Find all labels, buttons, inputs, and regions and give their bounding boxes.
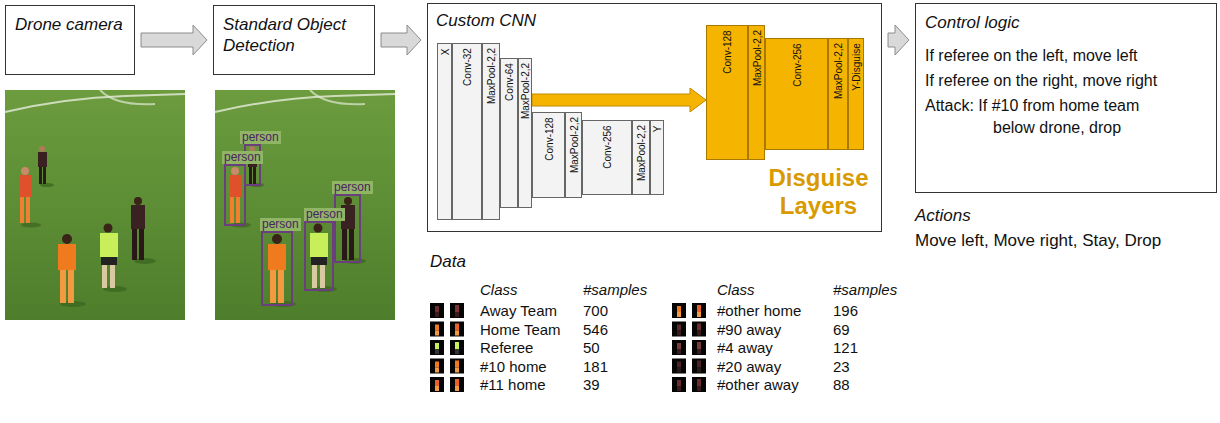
- detection-label: person: [332, 181, 373, 194]
- table-cell: 121: [833, 339, 858, 356]
- table-header: #samples: [833, 281, 897, 298]
- flow-arrow: [141, 25, 207, 55]
- detection-photo: [215, 90, 395, 320]
- table-cell: 23: [833, 358, 850, 375]
- action-list: Move left, Move right, Stay, Drop: [915, 231, 1161, 251]
- table-cell: Home Team: [480, 321, 561, 338]
- section-heading: Data: [430, 252, 466, 272]
- detection-label: person: [222, 151, 263, 164]
- layer-label: Conv-64: [504, 63, 515, 101]
- detection-label: person: [240, 131, 281, 144]
- disguise-layer: Conv-256: [765, 38, 828, 150]
- table-cell: 39: [583, 376, 600, 393]
- table-cell: #11 home: [480, 376, 546, 393]
- process-box: Standard Object Detection: [213, 5, 375, 75]
- layer-label: Conv-128: [543, 117, 554, 160]
- table-cell: #90 away: [717, 321, 781, 338]
- table-cell: 88: [833, 376, 850, 393]
- table-cell: #10 home: [480, 358, 547, 375]
- table-cell: Away Team: [480, 302, 557, 319]
- table-cell: 50: [583, 339, 600, 356]
- table-cell: 700: [583, 302, 608, 319]
- bounding-boxes: [225, 145, 360, 305]
- rule-text: If referee on the left, move left: [925, 45, 1207, 67]
- layer-label: MaxPool-2,2: [636, 125, 647, 181]
- layer-label: MaxPool-2,2: [486, 48, 497, 104]
- control-box: Control logic If referee on the left, mov…: [915, 3, 1217, 193]
- detection-label: person: [304, 208, 345, 221]
- table-header: Class: [717, 281, 755, 298]
- cnn-layer: MaxPool-2,2: [518, 58, 532, 208]
- group-label: Disguise Layers: [756, 164, 881, 219]
- layer-label: Conv-256: [791, 43, 802, 86]
- table-cell: #4 away: [717, 339, 773, 356]
- cnn-layer: Conv-64: [500, 58, 518, 208]
- table-header: #samples: [583, 281, 647, 298]
- table-cell: #other home: [717, 302, 801, 319]
- rule-text: If referee on the right, move right: [925, 70, 1207, 92]
- layer-label: Y: [652, 125, 663, 132]
- cnn-layer: MaxPool-2,2: [565, 112, 582, 198]
- layer-label: Conv-128: [722, 30, 733, 73]
- cnn-layer: X: [437, 43, 452, 220]
- section-heading: Actions: [915, 206, 971, 226]
- process-box: Drone camera: [5, 5, 135, 75]
- cnn-layer: MaxPool-2,2: [482, 43, 500, 220]
- cnn-layer: Conv-256: [582, 120, 632, 195]
- cnn-layer: Conv-32: [452, 43, 482, 220]
- rule-text: Attack: If #10 from home team below dron…: [925, 95, 1175, 139]
- table-cell: #other away: [717, 376, 799, 393]
- disguise-layer: Y-Disguise: [848, 38, 864, 150]
- detection-label: person: [260, 218, 301, 231]
- box-heading: Control logic: [925, 12, 1207, 33]
- layer-label: Conv-256: [602, 125, 613, 168]
- table-cell: 196: [833, 302, 858, 319]
- branch-arrow: [532, 88, 706, 112]
- cnn-layer: Conv-128: [532, 112, 565, 198]
- flow-arrow: [381, 25, 421, 55]
- layer-label: MaxPool-2,2: [833, 43, 844, 99]
- layer-label: MaxPool-2,2: [568, 117, 579, 173]
- table-header: Class: [480, 281, 518, 298]
- box-heading: Custom CNN: [436, 10, 873, 31]
- box-heading: Drone camera: [15, 14, 125, 35]
- flow-arrow: [888, 25, 909, 55]
- layer-label: Conv-32: [462, 48, 473, 86]
- disguise-layer: MaxPool-2,2: [748, 25, 765, 160]
- layer-label: MaxPool-2,2: [520, 63, 531, 119]
- table-cell: Referee: [480, 339, 533, 356]
- layer-label: MaxPool-2,2: [751, 30, 762, 86]
- disguise-layer: MaxPool-2,2: [828, 38, 848, 150]
- table-cell: 546: [583, 321, 608, 338]
- layer-label: Y-Disguise: [851, 43, 862, 90]
- table-cell: 69: [833, 321, 850, 338]
- table-cell: 181: [583, 358, 608, 375]
- disguise-layer: Conv-128: [706, 25, 748, 160]
- sample-thumbnails: [430, 303, 706, 392]
- cnn-layer: Y: [650, 120, 664, 195]
- table-cell: #20 away: [717, 358, 781, 375]
- box-heading: Standard Object Detection: [223, 14, 365, 56]
- drone-photo: [5, 90, 185, 320]
- layer-label: X: [439, 48, 450, 55]
- cnn-layer: MaxPool-2,2: [632, 120, 650, 195]
